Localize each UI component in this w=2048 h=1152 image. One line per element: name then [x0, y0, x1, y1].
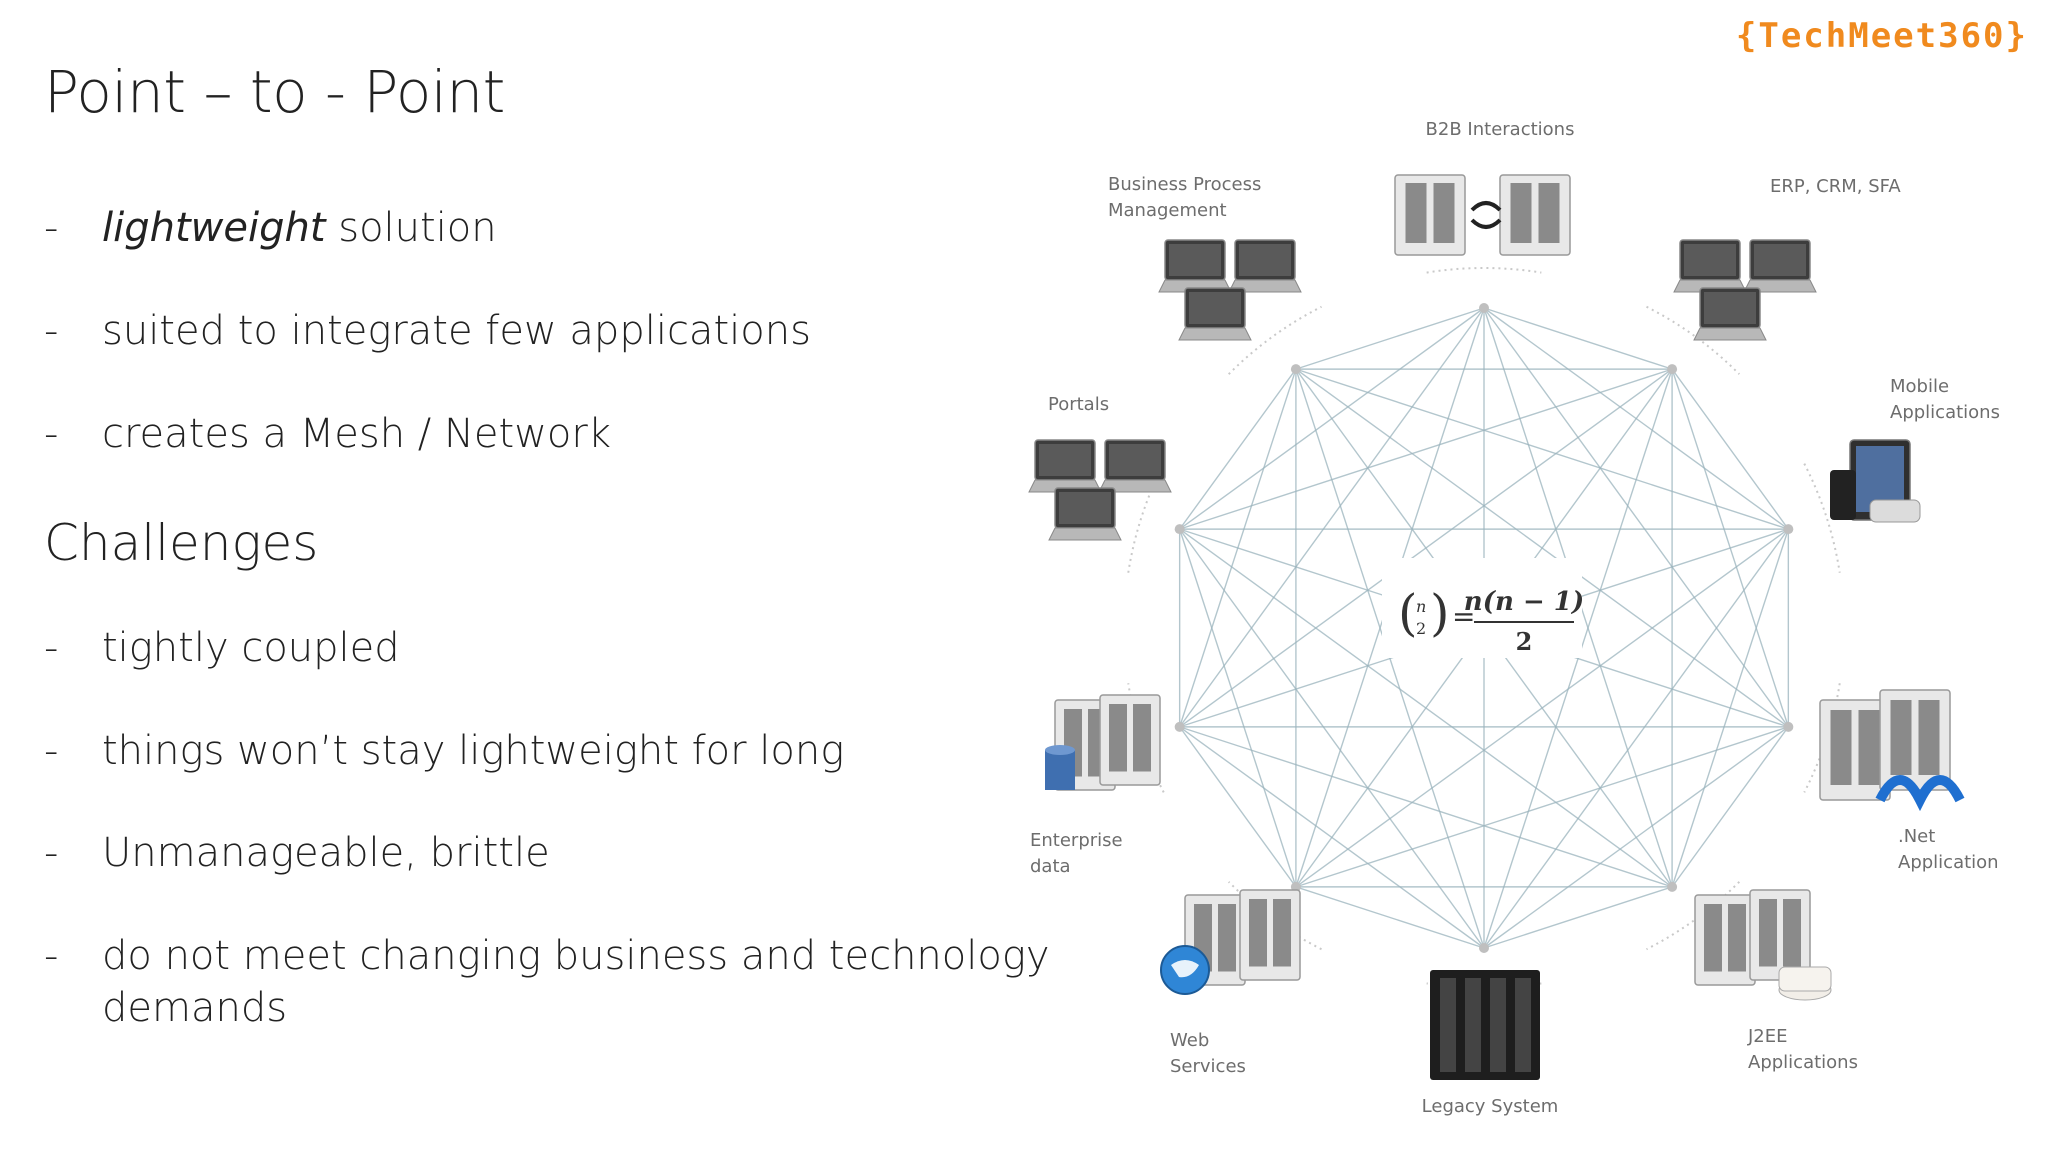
node-label-portals: Portals [1048, 394, 1109, 415]
mesh-link [1483, 886, 1673, 949]
java-server-icon [1694, 889, 1832, 1001]
node-dot [1290, 364, 1301, 375]
formula-denominator: 2 [1516, 627, 1533, 656]
node-label-enterprise: Enterprise [1030, 830, 1123, 851]
mesh-link [1483, 528, 1789, 949]
challenges-heading: Challenges [44, 514, 319, 572]
dotnet-server-icon [1819, 689, 1965, 812]
node-label-mobile: Mobile [1890, 376, 1949, 397]
binom-close-paren: ) [1430, 584, 1450, 642]
binom-open-paren: ( [1398, 584, 1418, 642]
node-label-net: Application [1898, 852, 1999, 873]
node-dot [1783, 524, 1794, 535]
laptops-icon [1028, 439, 1172, 541]
globe-server-icon [1160, 889, 1301, 995]
mesh-link [1179, 368, 1297, 530]
mobile-devices-icon [1830, 439, 1921, 523]
node-dot [1783, 721, 1794, 732]
laptops-icon [1158, 239, 1302, 341]
slide-title: Point – to - Point [44, 58, 505, 126]
mesh-link [1179, 528, 1673, 888]
server-sync-icon [1394, 174, 1571, 256]
mesh-link [1179, 528, 1485, 949]
mesh-link [1295, 726, 1789, 888]
emphasis-text: lightweight [102, 205, 326, 251]
node-dot [1667, 881, 1678, 892]
node-label-mobile: Applications [1890, 402, 2000, 423]
mesh-link [1483, 307, 1673, 370]
database-server-icon [1045, 694, 1161, 791]
mesh-link [1671, 368, 1789, 530]
node-dot [1667, 364, 1678, 375]
mainframe-icon [1430, 970, 1540, 1080]
mesh-lines [1178, 307, 1790, 949]
mesh-link [1178, 368, 1297, 728]
node-label-web: Web [1170, 1030, 1209, 1051]
mesh-link [1295, 307, 1485, 370]
node-arc [1426, 266, 1542, 274]
node-label-b2b: B2B Interactions [1426, 119, 1575, 140]
mesh-link [1671, 726, 1789, 888]
node-label-legacy: Legacy System [1422, 1096, 1559, 1117]
mesh-link [1295, 368, 1789, 530]
equals-sign: = [1452, 600, 1475, 633]
node-label-j2ee: J2EE [1747, 1026, 1788, 1047]
mesh-link [1179, 726, 1297, 888]
node-dot [1479, 943, 1489, 953]
combination-formula: ( n 2 ) = n(n − 1) 2 [1382, 558, 1584, 658]
mesh-link [1295, 368, 1485, 949]
node-dot [1174, 524, 1185, 535]
mesh-link [1179, 307, 1485, 728]
binom-bottom: 2 [1416, 619, 1426, 638]
node-label-enterprise: data [1030, 856, 1071, 877]
formula-numerator: n(n − 1) [1464, 587, 1584, 617]
mesh-link [1179, 368, 1673, 530]
techmeet-logo: {TechMeet360} [1735, 16, 2028, 56]
node-label-bpm: Management [1108, 200, 1227, 221]
binom-top: n [1416, 597, 1426, 616]
laptops-icon [1673, 239, 1817, 341]
node-label-bpm: Business Process [1108, 174, 1261, 195]
mesh-link [1178, 528, 1297, 888]
node-label-web: Services [1170, 1056, 1246, 1077]
node-arcs [1127, 266, 1841, 990]
node-icons [1028, 174, 1965, 1080]
mesh-link [1295, 368, 1789, 728]
mesh-link [1483, 307, 1789, 728]
mesh-link [1295, 886, 1485, 949]
node-label-net: .Net [1898, 826, 1935, 847]
mesh-link [1179, 726, 1673, 888]
node-label-j2ee: Applications [1748, 1052, 1858, 1073]
node-label-erp: ERP, CRM, SFA [1770, 176, 1901, 197]
node-dot [1479, 303, 1489, 313]
mesh-link [1179, 726, 1485, 949]
node-dot [1174, 721, 1185, 732]
